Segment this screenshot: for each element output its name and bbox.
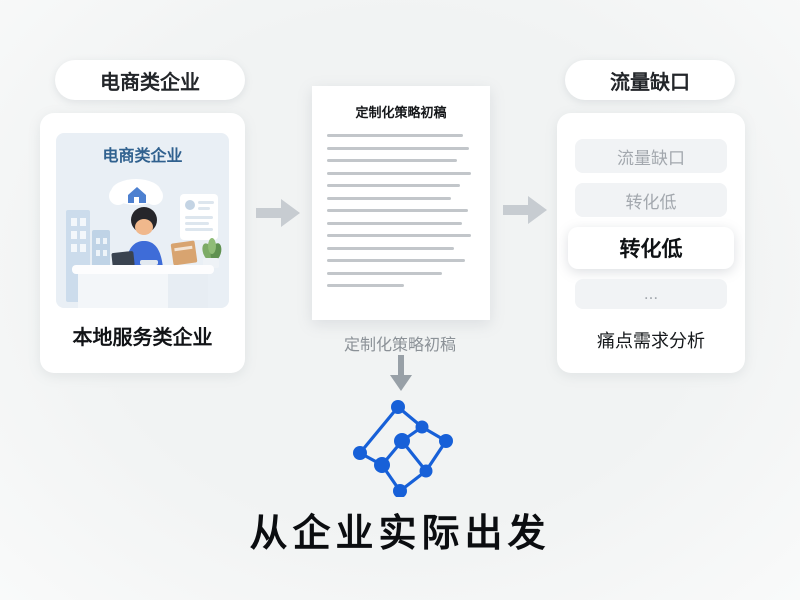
arrow-right-icon	[256, 199, 300, 227]
painpoints-card: 流量缺口 转化低 转化低 ... 痛点需求分析	[557, 113, 745, 373]
painpoint-item: 转化低	[575, 183, 727, 217]
painpoint-item: 流量缺口	[575, 139, 727, 173]
document-caption: 定制化策略初稿	[343, 337, 456, 354]
painpoints-caption: 痛点需求分析	[597, 331, 705, 351]
document-title: 定制化策略初稿	[355, 105, 447, 120]
text-line	[327, 284, 404, 287]
ecommerce-pill-label: 电商类企业	[55, 60, 245, 100]
text-line	[327, 184, 461, 187]
text-line	[327, 259, 465, 262]
text-line	[327, 271, 443, 275]
illustration-title: 电商类企业	[102, 148, 183, 165]
arrow-right-icon	[503, 196, 547, 224]
ecommerce-card: 电商类企业	[40, 113, 245, 373]
text-line	[327, 159, 458, 162]
strategy-document: 定制化策略初稿	[312, 86, 490, 320]
traffic-gap-pill-label: 流量缺口	[565, 60, 735, 100]
painpoint-item-ellipsis: ...	[575, 279, 727, 309]
person-at-desk-illustration	[66, 179, 222, 308]
text-line	[327, 234, 471, 237]
headline: 从企业实际出发	[249, 513, 551, 555]
text-line	[327, 146, 470, 150]
text-line	[327, 209, 468, 212]
text-line	[327, 221, 462, 225]
illustration-panel: 电商类企业	[56, 133, 229, 308]
network-graph-icon	[353, 400, 453, 497]
text-line	[327, 171, 471, 175]
text-line	[327, 196, 452, 200]
painpoint-item-highlighted: 转化低	[568, 227, 734, 269]
document-text-lines	[312, 121, 490, 287]
arrow-down-icon	[390, 355, 412, 391]
text-line	[327, 134, 464, 137]
text-line	[327, 246, 455, 250]
local-service-label: 本地服务类企业	[72, 327, 213, 349]
